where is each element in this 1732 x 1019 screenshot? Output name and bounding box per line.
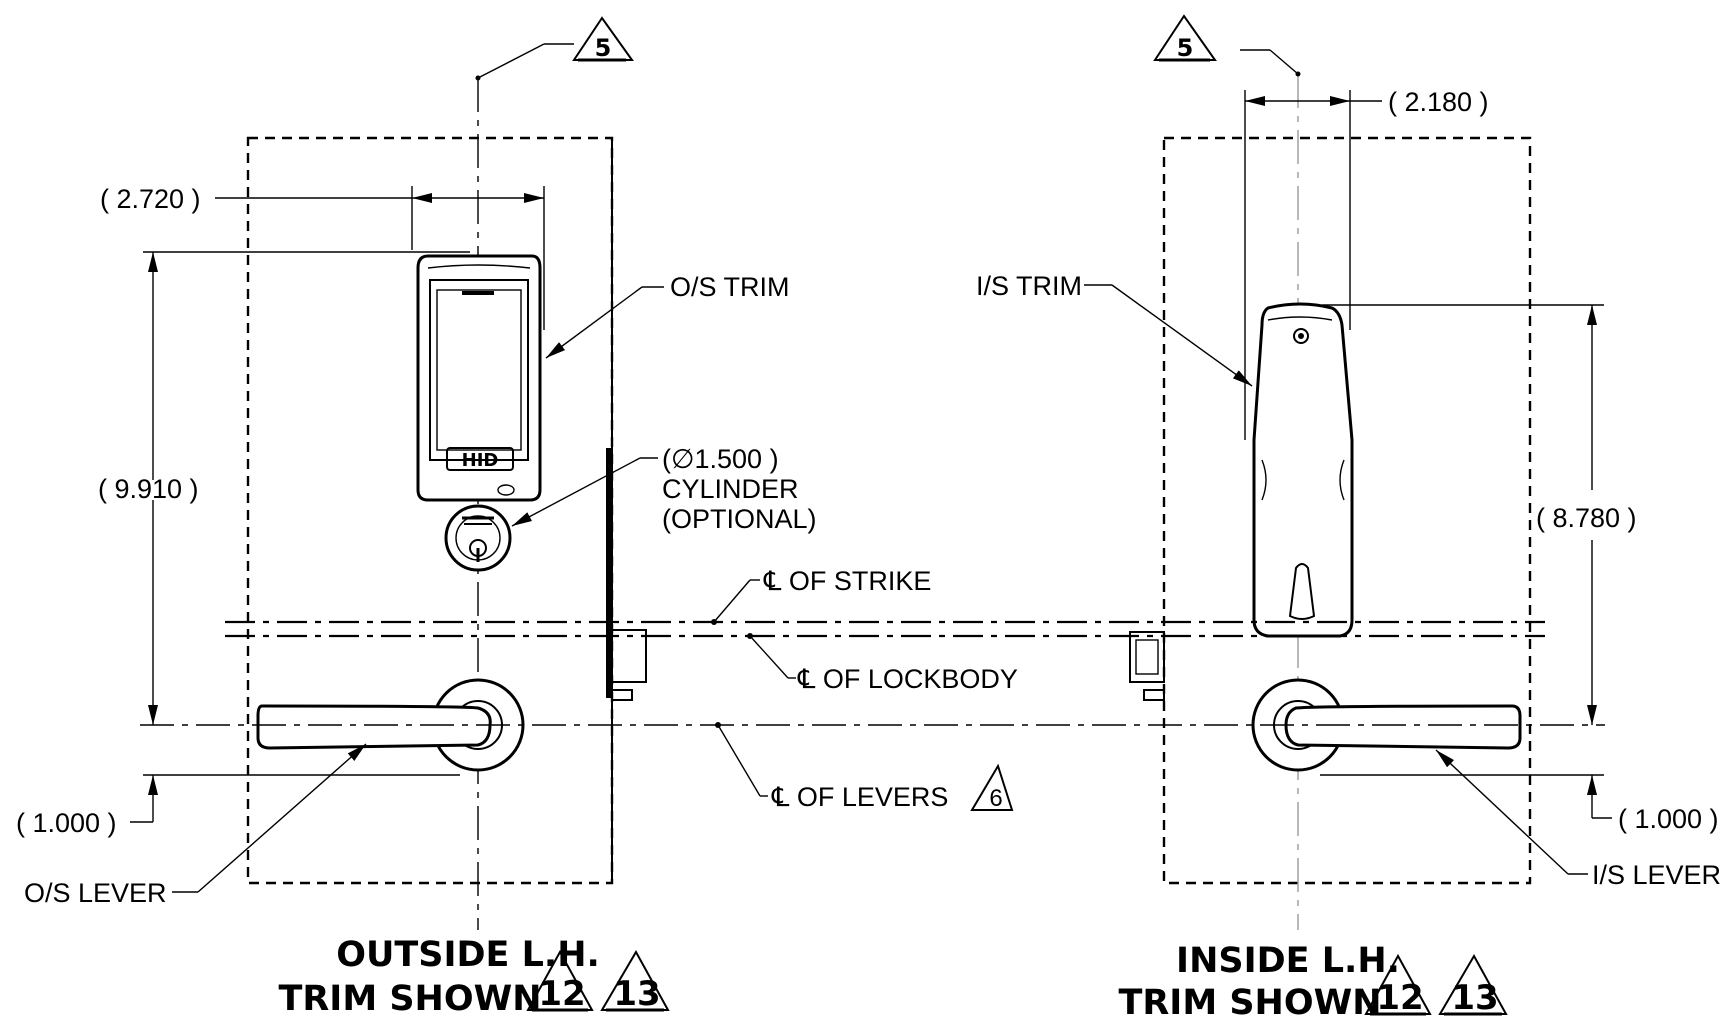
is-door-outline bbox=[1162, 136, 1532, 885]
os-dim-lever: ( 1.000 ) bbox=[16, 808, 117, 838]
os-cylinder bbox=[444, 504, 512, 572]
svg-text:12: 12 bbox=[538, 974, 585, 1014]
is-trim-label: I/S TRIM bbox=[976, 271, 1082, 301]
os-dim-width: ( 2.720 ) bbox=[100, 184, 201, 214]
svg-text:5: 5 bbox=[1177, 34, 1194, 62]
is-trim-body bbox=[1252, 302, 1354, 638]
hid-logo: HID bbox=[462, 450, 499, 471]
note-6-triangle: 6 bbox=[970, 763, 1014, 812]
note-12-triangle-right: 12 bbox=[1364, 953, 1432, 1018]
note-13-triangle-right: 13 bbox=[1438, 953, 1508, 1018]
cylinder-dim-label: (∅1.500 ) bbox=[662, 444, 779, 474]
note-5-triangle-left: 5 bbox=[477, 16, 634, 79]
os-door-outline bbox=[246, 136, 614, 885]
os-trim-label: O/S TRIM bbox=[670, 272, 790, 302]
svg-text:13: 13 bbox=[1451, 978, 1498, 1018]
is-dim-lever: ( 1.000 ) bbox=[1618, 804, 1719, 834]
is-lever bbox=[1251, 678, 1522, 772]
cl-strike-label: ℄ OF STRIKE bbox=[763, 566, 931, 596]
cl-levers-label: ℄ OF LEVERS bbox=[771, 782, 948, 812]
left-title-line1: OUTSIDE L.H. bbox=[336, 935, 600, 975]
note-13-triangle-left: 13 bbox=[600, 949, 670, 1014]
cylinder-label: CYLINDER bbox=[662, 474, 799, 504]
svg-text:6: 6 bbox=[989, 785, 1002, 812]
cl-lockbody-label: ℄ OF LOCKBODY bbox=[797, 664, 1018, 694]
svg-text:5: 5 bbox=[595, 34, 612, 62]
cylinder-optional-label: (OPTIONAL) bbox=[662, 504, 817, 534]
os-lever-label: O/S LEVER bbox=[24, 878, 167, 908]
right-title-line1: INSIDE L.H. bbox=[1176, 941, 1400, 981]
is-strike-edge bbox=[1129, 631, 1165, 701]
os-lockbody-edge bbox=[606, 448, 647, 701]
note-5-triangle-right: 5 bbox=[1153, 14, 1299, 75]
svg-text:13: 13 bbox=[613, 974, 660, 1014]
os-dim-height: ( 9.910 ) bbox=[98, 474, 199, 504]
is-dim-width: ( 2.180 ) bbox=[1388, 87, 1489, 117]
svg-text:12: 12 bbox=[1376, 978, 1423, 1018]
left-title-line2: TRIM SHOWN bbox=[278, 979, 541, 1019]
note-12-triangle-left: 12 bbox=[526, 949, 594, 1014]
is-lever-label: I/S LEVER bbox=[1592, 860, 1721, 890]
right-title-line2: TRIM SHOWN bbox=[1118, 983, 1381, 1019]
os-trim-body: HID bbox=[416, 254, 542, 502]
is-dim-height: ( 8.780 ) bbox=[1536, 503, 1637, 533]
